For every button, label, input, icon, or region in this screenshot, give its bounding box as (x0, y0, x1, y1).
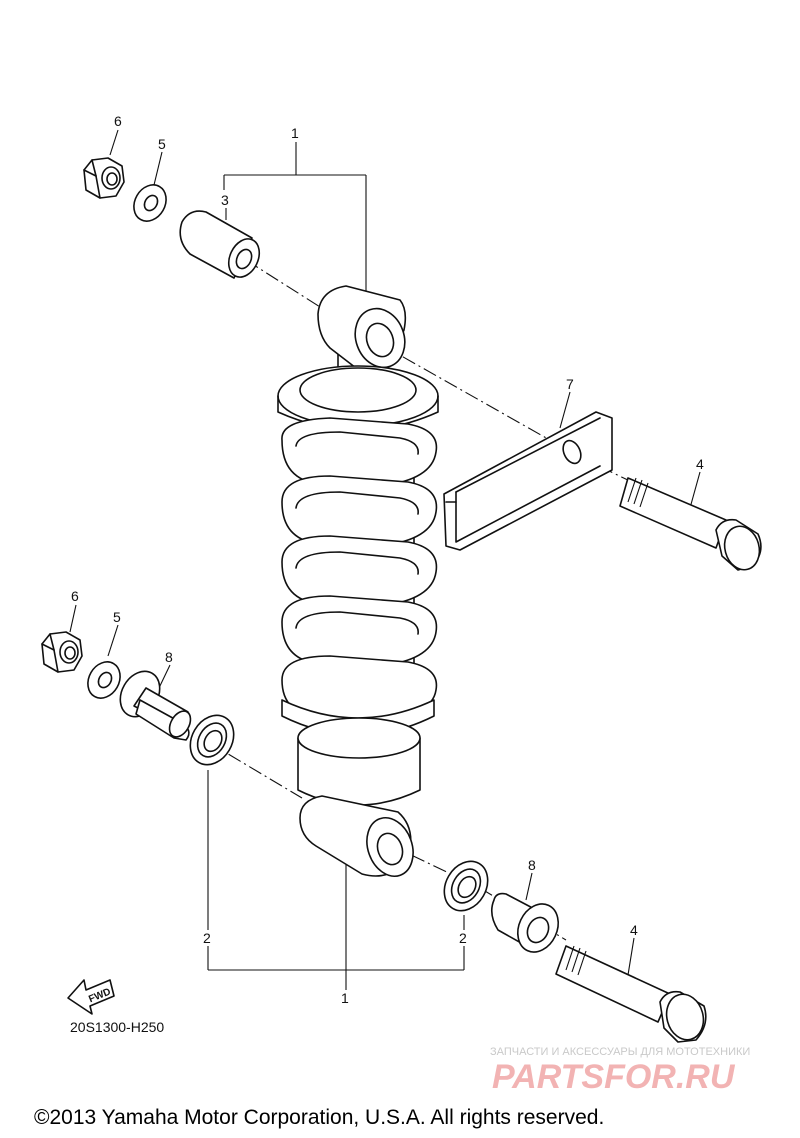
copyright-notice: ©2013 Yamaha Motor Corporation, U.S.A. A… (34, 1106, 604, 1129)
collar-top (179, 210, 261, 279)
callout-shock-bottom: 1 (341, 990, 349, 1006)
callout-bracket: 7 (566, 376, 574, 392)
nut-top (83, 157, 125, 199)
collar-left (119, 670, 192, 741)
bolt-top (619, 477, 762, 571)
center-lines (207, 259, 633, 941)
callout-washer-bottom: 5 (113, 609, 121, 625)
callout-nut-top: 6 (114, 113, 122, 129)
bolt-bottom (555, 945, 707, 1043)
collar-right (490, 892, 560, 953)
callout-shock-top: 1 (291, 125, 299, 141)
callout-labels: 1 1 2 2 3 4 4 5 5 6 6 7 8 8 (71, 113, 704, 1006)
callout-nut-bottom: 6 (71, 588, 79, 604)
callout-bolt-bottom: 4 (630, 922, 638, 938)
fwd-arrow-icon: FWD (67, 979, 115, 1015)
callout-collar-top: 3 (221, 192, 229, 208)
nut-bottom (41, 631, 83, 673)
watermark-tagline: ЗАПЧАСТИ И АКСЕССУАРЫ ДЛЯ МОТОТЕХНИКИ (490, 1046, 750, 1058)
callout-bearing-right: 2 (459, 930, 467, 946)
callout-bearing-left: 2 (203, 930, 211, 946)
callout-washer-top: 5 (158, 136, 166, 152)
diagram-code: 20S1300-H250 (70, 1019, 164, 1035)
callout-bolt-top: 4 (696, 456, 704, 472)
washer-top (133, 184, 167, 222)
washer-bottom (87, 661, 121, 699)
bearing-right (443, 860, 489, 912)
callout-collar-left: 8 (165, 649, 173, 665)
watermark-brand: PARTSFOR.RU (492, 1058, 736, 1096)
leader-lines (69, 129, 701, 990)
bearing-left (189, 714, 235, 766)
bracket (443, 411, 613, 551)
callout-collar-right: 8 (528, 857, 536, 873)
shock-absorber (277, 285, 439, 877)
